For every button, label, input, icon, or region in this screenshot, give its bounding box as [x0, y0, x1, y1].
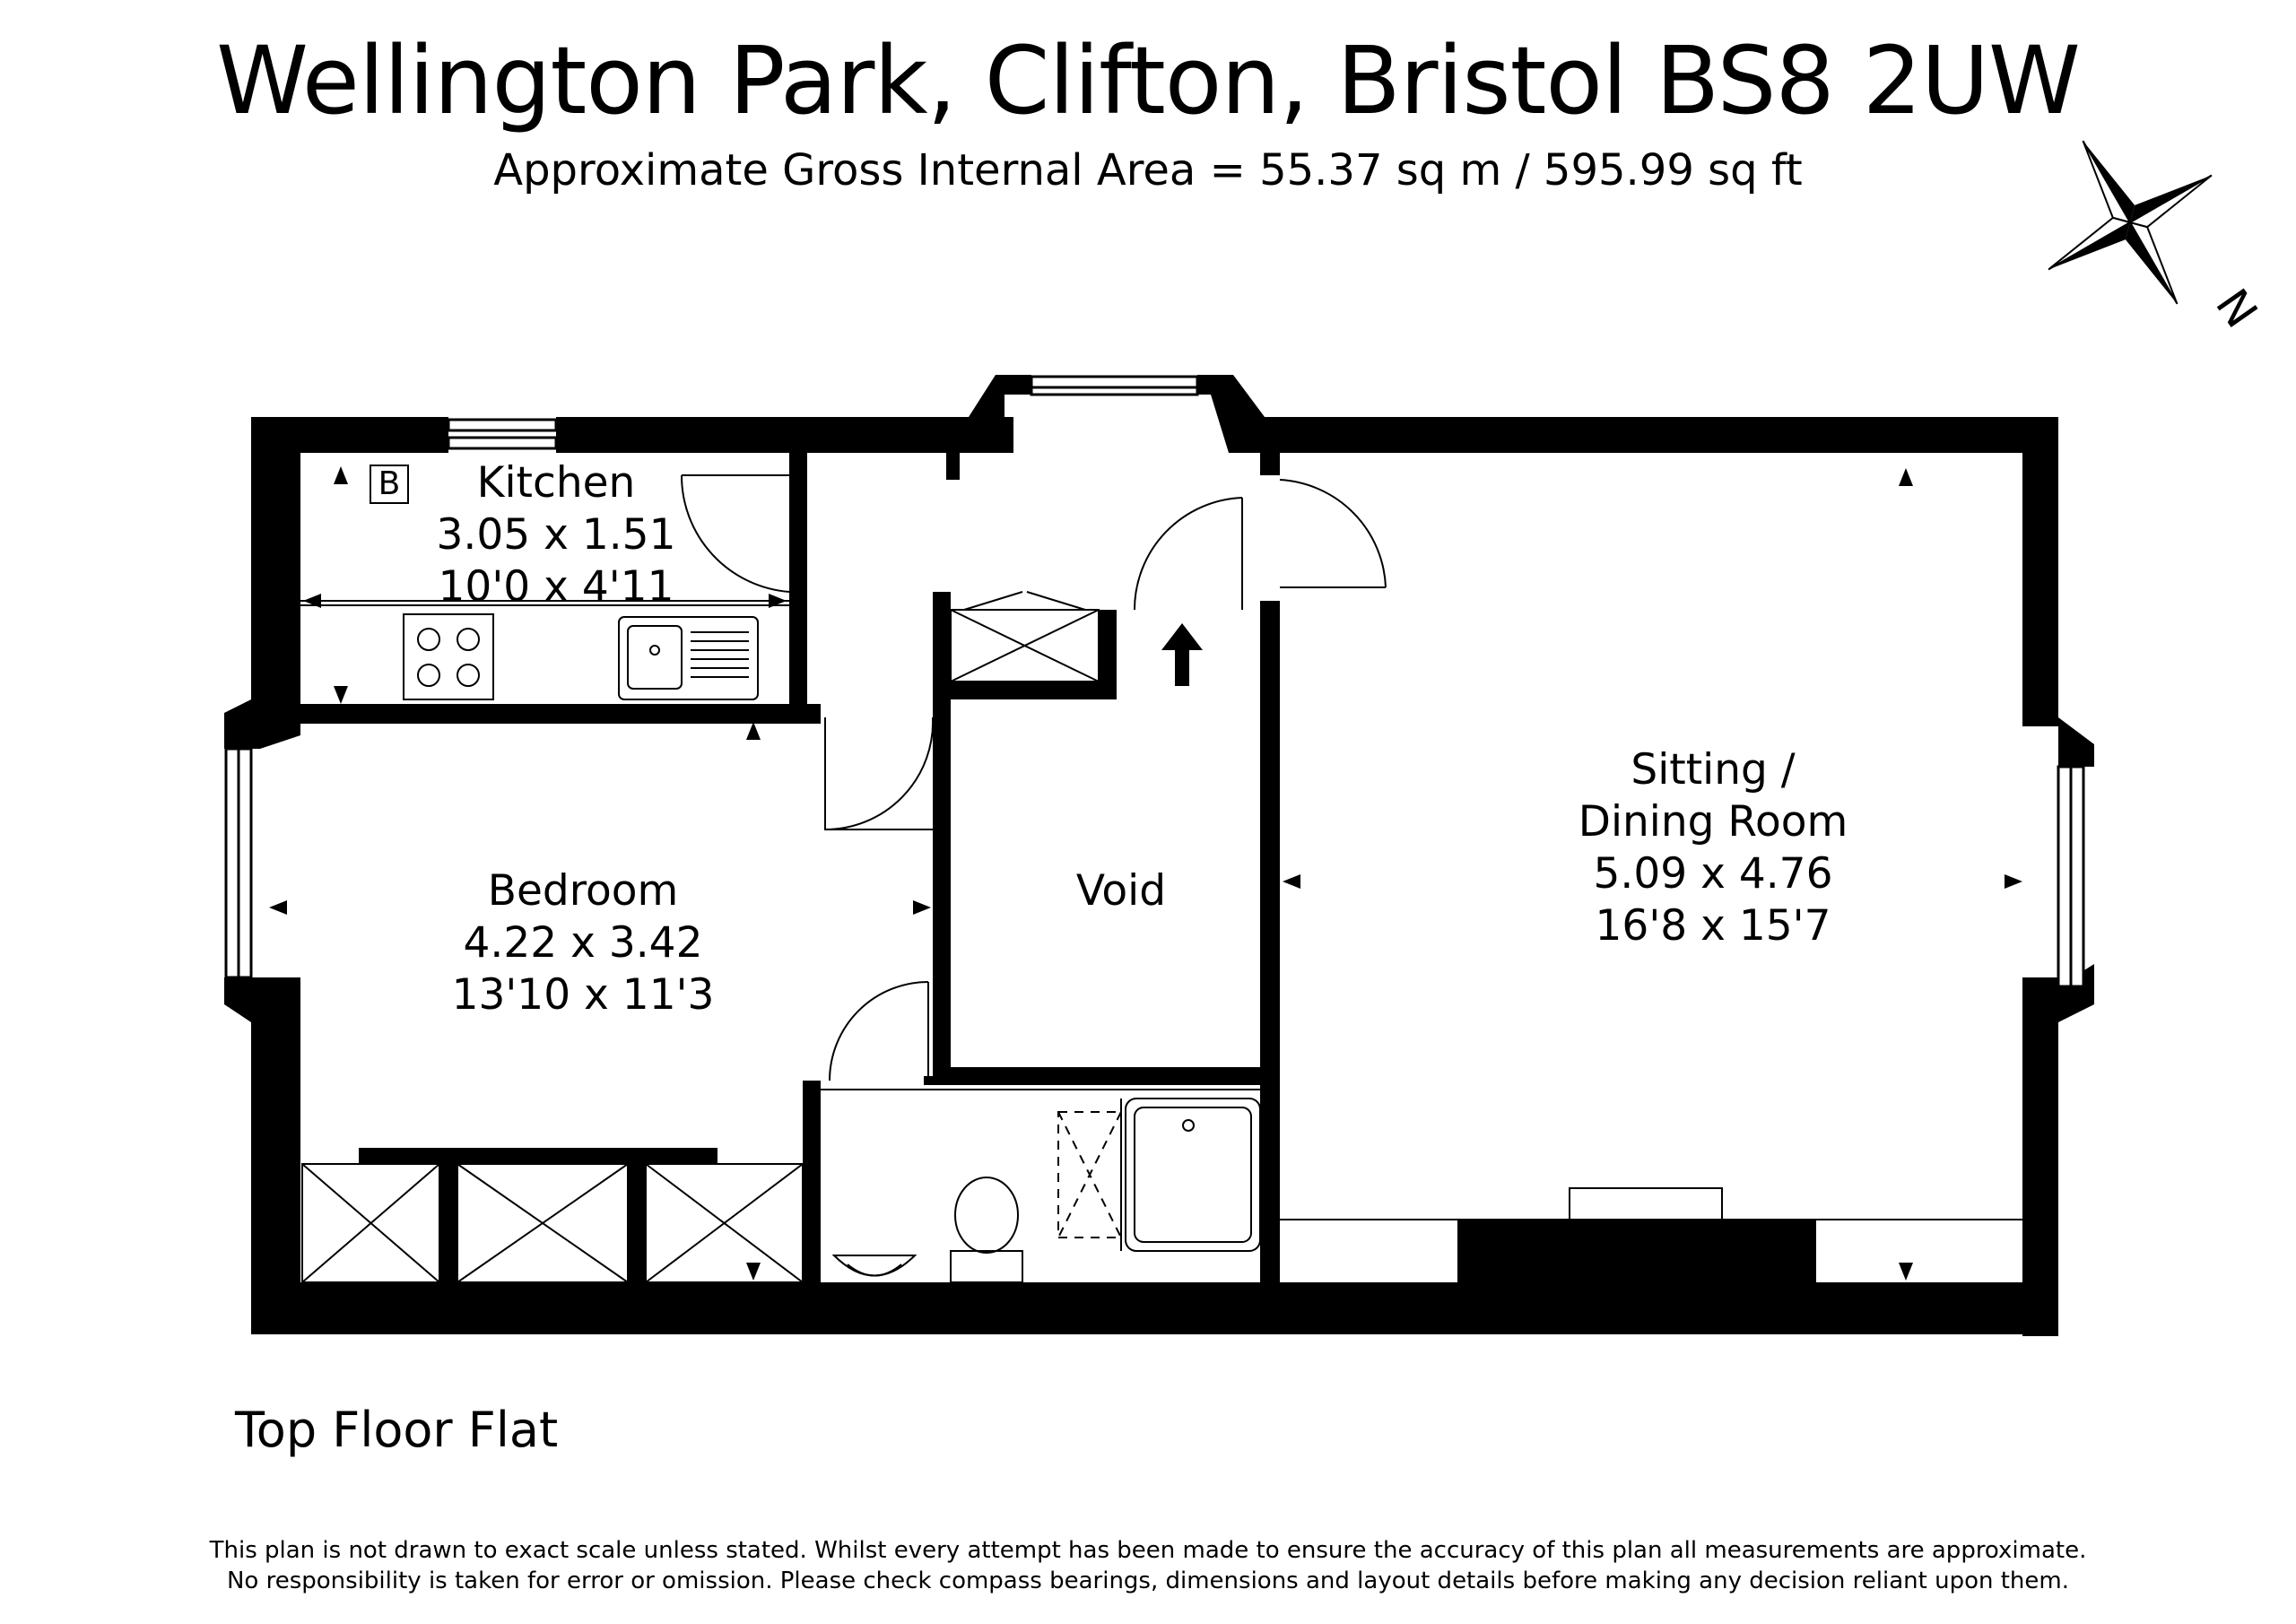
- sitting-fittings: [1280, 1187, 2022, 1220]
- void-label: Void: [1031, 865, 1211, 917]
- kitchen-fittings: [300, 600, 789, 700]
- outer-walls: [224, 375, 2094, 1336]
- disclaimer-line-1: This plan is not drawn to exact scale un…: [209, 1537, 2087, 1564]
- sitting-name-line2: Dining Room: [1578, 797, 1848, 847]
- kitchen-label: Kitchen 3.05 x 1.51 10'0 x 4'11: [422, 457, 691, 613]
- void-name: Void: [1075, 866, 1167, 916]
- dimension-arrows: [269, 466, 2022, 1281]
- plan-title: Wellington Park, Clifton, Bristol BS8 2U…: [216, 26, 2081, 135]
- bedroom-label: Bedroom 4.22 x 3.42 13'10 x 11'3: [448, 865, 718, 1021]
- bathroom-fittings: [821, 1089, 1261, 1283]
- sitting-room-label: Sitting / Dining Room 5.09 x 4.76 16'8 x…: [1552, 744, 1874, 952]
- boiler-label: B: [370, 465, 409, 504]
- kitchen-name: Kitchen: [476, 458, 636, 508]
- sitting-name-line1: Sitting /: [1631, 745, 1796, 795]
- kitchen-metric: 3.05 x 1.51: [436, 510, 676, 560]
- bedroom-imperial: 13'10 x 11'3: [451, 970, 715, 1020]
- floor-label: Top Floor Flat: [235, 1402, 559, 1458]
- sitting-metric: 5.09 x 4.76: [1593, 849, 1833, 899]
- area-subtitle: Approximate Gross Internal Area = 55.37 …: [493, 145, 1803, 195]
- sitting-imperial: 16'8 x 15'7: [1595, 901, 1831, 951]
- bedroom-name: Bedroom: [487, 866, 679, 916]
- windows: [224, 375, 2085, 988]
- disclaimer-line-2: No responsibility is taken for error or …: [226, 1568, 2069, 1594]
- wardrobes: [301, 591, 1100, 1283]
- compass-rose-icon: [2048, 140, 2213, 305]
- kitchen-imperial: 10'0 x 4'11: [438, 562, 674, 612]
- door-swings: [680, 474, 1387, 1081]
- bedroom-metric: 4.22 x 3.42: [463, 918, 703, 968]
- internal-walls: [300, 453, 1816, 1287]
